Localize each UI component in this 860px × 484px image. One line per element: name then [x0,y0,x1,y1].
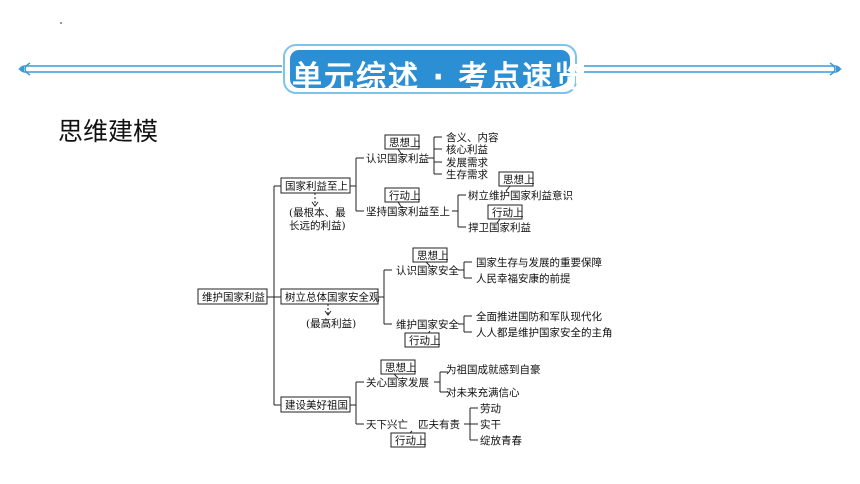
b1-sub1-label: 认识国家利益 [366,152,429,165]
root-node-label: 维护国家利益 [202,291,265,304]
b1-sub1-item-2: 发展需求 [446,156,488,169]
b2-sub1-tag: 思想上 [417,249,449,262]
b2-sub1-item-1: 人民幸福安康的前提 [476,272,571,285]
b3-sub1-tag-box [380,359,416,375]
section-heading: 思维建模 [58,117,159,146]
b3-sub1-tag: 思想上 [385,361,417,374]
branch2-note: (最高利益) [306,317,356,330]
b2-sub2-tag-box [404,332,440,348]
b1-sub1-item-1: 核心利益 [446,143,488,156]
banner-title: 单元综述 · 考点速览 [292,60,587,95]
b1-sub2-item-1: 捍卫国家利益 [468,221,531,234]
b1-sub2-item-0: 树立维护国家利益意识 [468,189,573,202]
b3-sub1-item-0: 为祖国成就感到自豪 [446,363,541,376]
b1-sub1-item-3: 生存需求 [446,168,488,181]
b1-sub2-item1-tag: 行动上 [492,206,524,219]
b1-sub2-item1-tag-box [487,204,523,220]
b2-sub2-item-1: 人人都是维护国家安全的主角 [476,326,613,339]
b2-sub2-tag: 行动上 [409,334,441,347]
branch2-label: 树立总体国家安全观 [285,291,380,304]
b3-sub2-item-2: 绽放青春 [480,434,522,447]
b3-sub2-label-right: 匹夫有责 [418,418,460,431]
b1-sub2-tag: 行动上 [389,189,421,202]
header-banner [18,44,842,94]
b3-sub2-item-1: 实干 [480,418,501,431]
b3-sub2-item-0: 劳动 [480,402,501,415]
branch3-label: 建设美好祖国 [285,399,348,412]
b3-sub2-tag-box [390,432,426,448]
b1-sub2-tag-box [384,187,420,203]
b1-sub2-item0-tag-box [498,171,534,187]
b1-sub2-label: 坚持国家利益至上 [366,205,450,218]
b1-sub2-item0-tag: 思想上 [503,173,535,186]
b2-sub2-label: 维护国家安全 [396,318,459,331]
b3-sub2-label-left: 天下兴亡 [366,418,408,431]
decorative-dot [60,22,62,24]
b2-sub1-label: 认识国家安全 [396,264,459,277]
branch1-note-line2: 长远的利益) [289,219,346,232]
b3-sub2-tag: 行动上 [395,434,427,447]
b3-sub1-item-1: 对未来充满信心 [446,386,520,399]
b3-sub1-label: 关心国家发展 [366,376,429,389]
branch1-note-line1: (最根本、最 [289,206,346,219]
b1-sub1-tag: 思想上 [389,136,421,149]
b2-sub1-tag-box [412,247,448,263]
b1-sub1-tag-box [384,134,420,150]
b2-sub1-item-0: 国家生存与发展的重要保障 [476,256,602,269]
branch1-label: 国家利益至上 [285,180,348,193]
banner-right-ornament [584,62,842,76]
banner-left-ornament [18,62,282,76]
b1-sub1-item-0: 含义、内容 [446,131,499,144]
b2-sub2-item-0: 全面推进国防和军队现代化 [476,310,602,323]
